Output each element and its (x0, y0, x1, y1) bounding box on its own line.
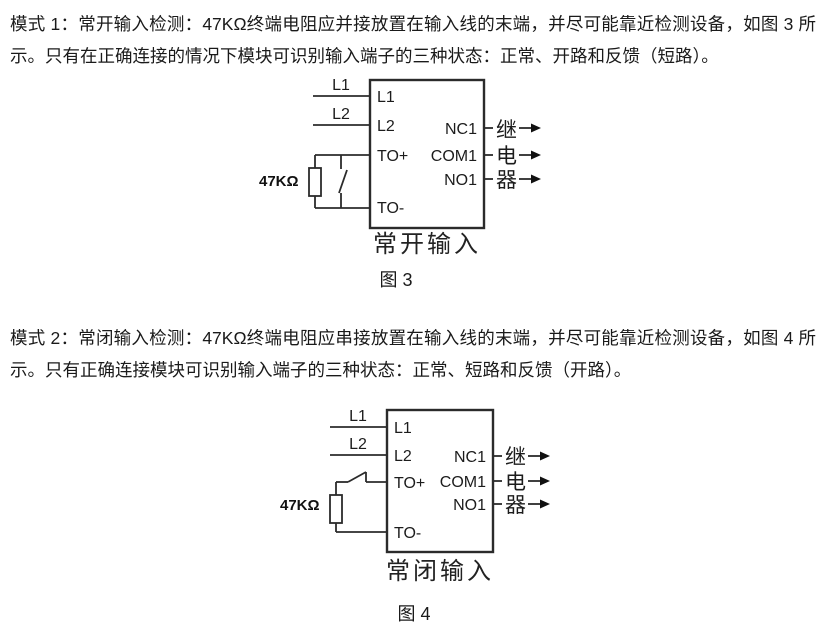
figure3-diagram: L1 L2 L1 L2 TO+ TO- 47KΩ NC1 COM1 NO1 (259, 77, 541, 290)
paragraph-mode2: 模式 2：常闭输入检测：47KΩ终端电阻应串接放置在输入线的末端，并尽可能靠近检… (10, 328, 816, 380)
fig4-resistor-symbol (329, 494, 343, 524)
fig4-output-nc1: NC1 (454, 449, 486, 466)
fig3-output-nc1: NC1 (445, 121, 477, 138)
fig4-wire-label-l2: L2 (349, 436, 367, 453)
fig4-relay-char-2: 电 (505, 470, 526, 494)
fig3-output-no1: NO1 (444, 172, 477, 189)
fig3-terminal-to-plus: TO+ (377, 148, 408, 165)
paragraph-mode1: 模式 1：常开输入检测：47KΩ终端电阻应并接放置在输入线的末端，并尽可能靠近检… (10, 14, 816, 66)
fig4-switch-closed-symbol (336, 471, 387, 483)
fig4-arrow-icons (528, 451, 550, 509)
fig3-terminal-l2: L2 (377, 118, 395, 135)
fig4-resistor-label: 47KΩ (280, 497, 320, 514)
figure4-diagram: L1 L2 L1 L2 TO+ TO- 47KΩ NC1 COM1 NO1 (280, 408, 550, 624)
right-arrow-icon (528, 451, 550, 461)
fig4-terminal-l1: L1 (394, 420, 412, 437)
fig4-output-com1: COM1 (440, 474, 486, 491)
right-arrow-icon (519, 123, 541, 133)
fig3-caption: 图 3 (379, 270, 412, 290)
fig3-relay-char-2: 电 (496, 144, 517, 168)
fig4-output-no1: NO1 (453, 497, 486, 514)
fig4-mode-label: 常闭输入 (386, 558, 494, 585)
right-arrow-icon (519, 174, 541, 184)
fig3-relay-char-1: 继 (496, 118, 517, 142)
fig4-terminal-l2: L2 (394, 448, 412, 465)
fig3-resistor-label: 47KΩ (259, 173, 299, 190)
right-arrow-icon (528, 499, 550, 509)
right-arrow-icon (528, 476, 550, 486)
fig4-wire-label-l1: L1 (349, 408, 367, 425)
fig3-arrow-icons (519, 123, 541, 184)
fig3-module-box (368, 78, 486, 230)
fig3-output-com1: COM1 (431, 148, 477, 165)
fig3-terminal-l1: L1 (377, 89, 395, 106)
fig4-caption: 图 4 (397, 604, 430, 624)
fig4-relay-char-1: 继 (505, 445, 526, 469)
fig3-relay-char-3: 器 (496, 168, 517, 192)
fig3-input-wires (313, 95, 370, 126)
fig4-relay-char-3: 器 (505, 493, 526, 517)
fig3-sensor-loop (308, 154, 370, 209)
fig3-wire-label-l1: L1 (332, 77, 350, 94)
fig4-terminal-to-minus: TO- (394, 525, 421, 542)
fig3-mode-label: 常开输入 (373, 231, 481, 258)
fig3-output-stubs (484, 127, 493, 180)
fig4-sensor-loop (329, 471, 387, 533)
fig4-input-wires (330, 426, 387, 456)
fig4-terminal-to-plus: TO+ (394, 475, 425, 492)
fig3-resistor-symbol (308, 167, 322, 197)
fig3-terminal-to-minus: TO- (377, 200, 404, 217)
right-arrow-icon (519, 150, 541, 160)
fig3-switch-open-symbol (338, 155, 348, 208)
fig3-wire-label-l2: L2 (332, 106, 350, 123)
fig4-output-stubs (493, 455, 502, 505)
